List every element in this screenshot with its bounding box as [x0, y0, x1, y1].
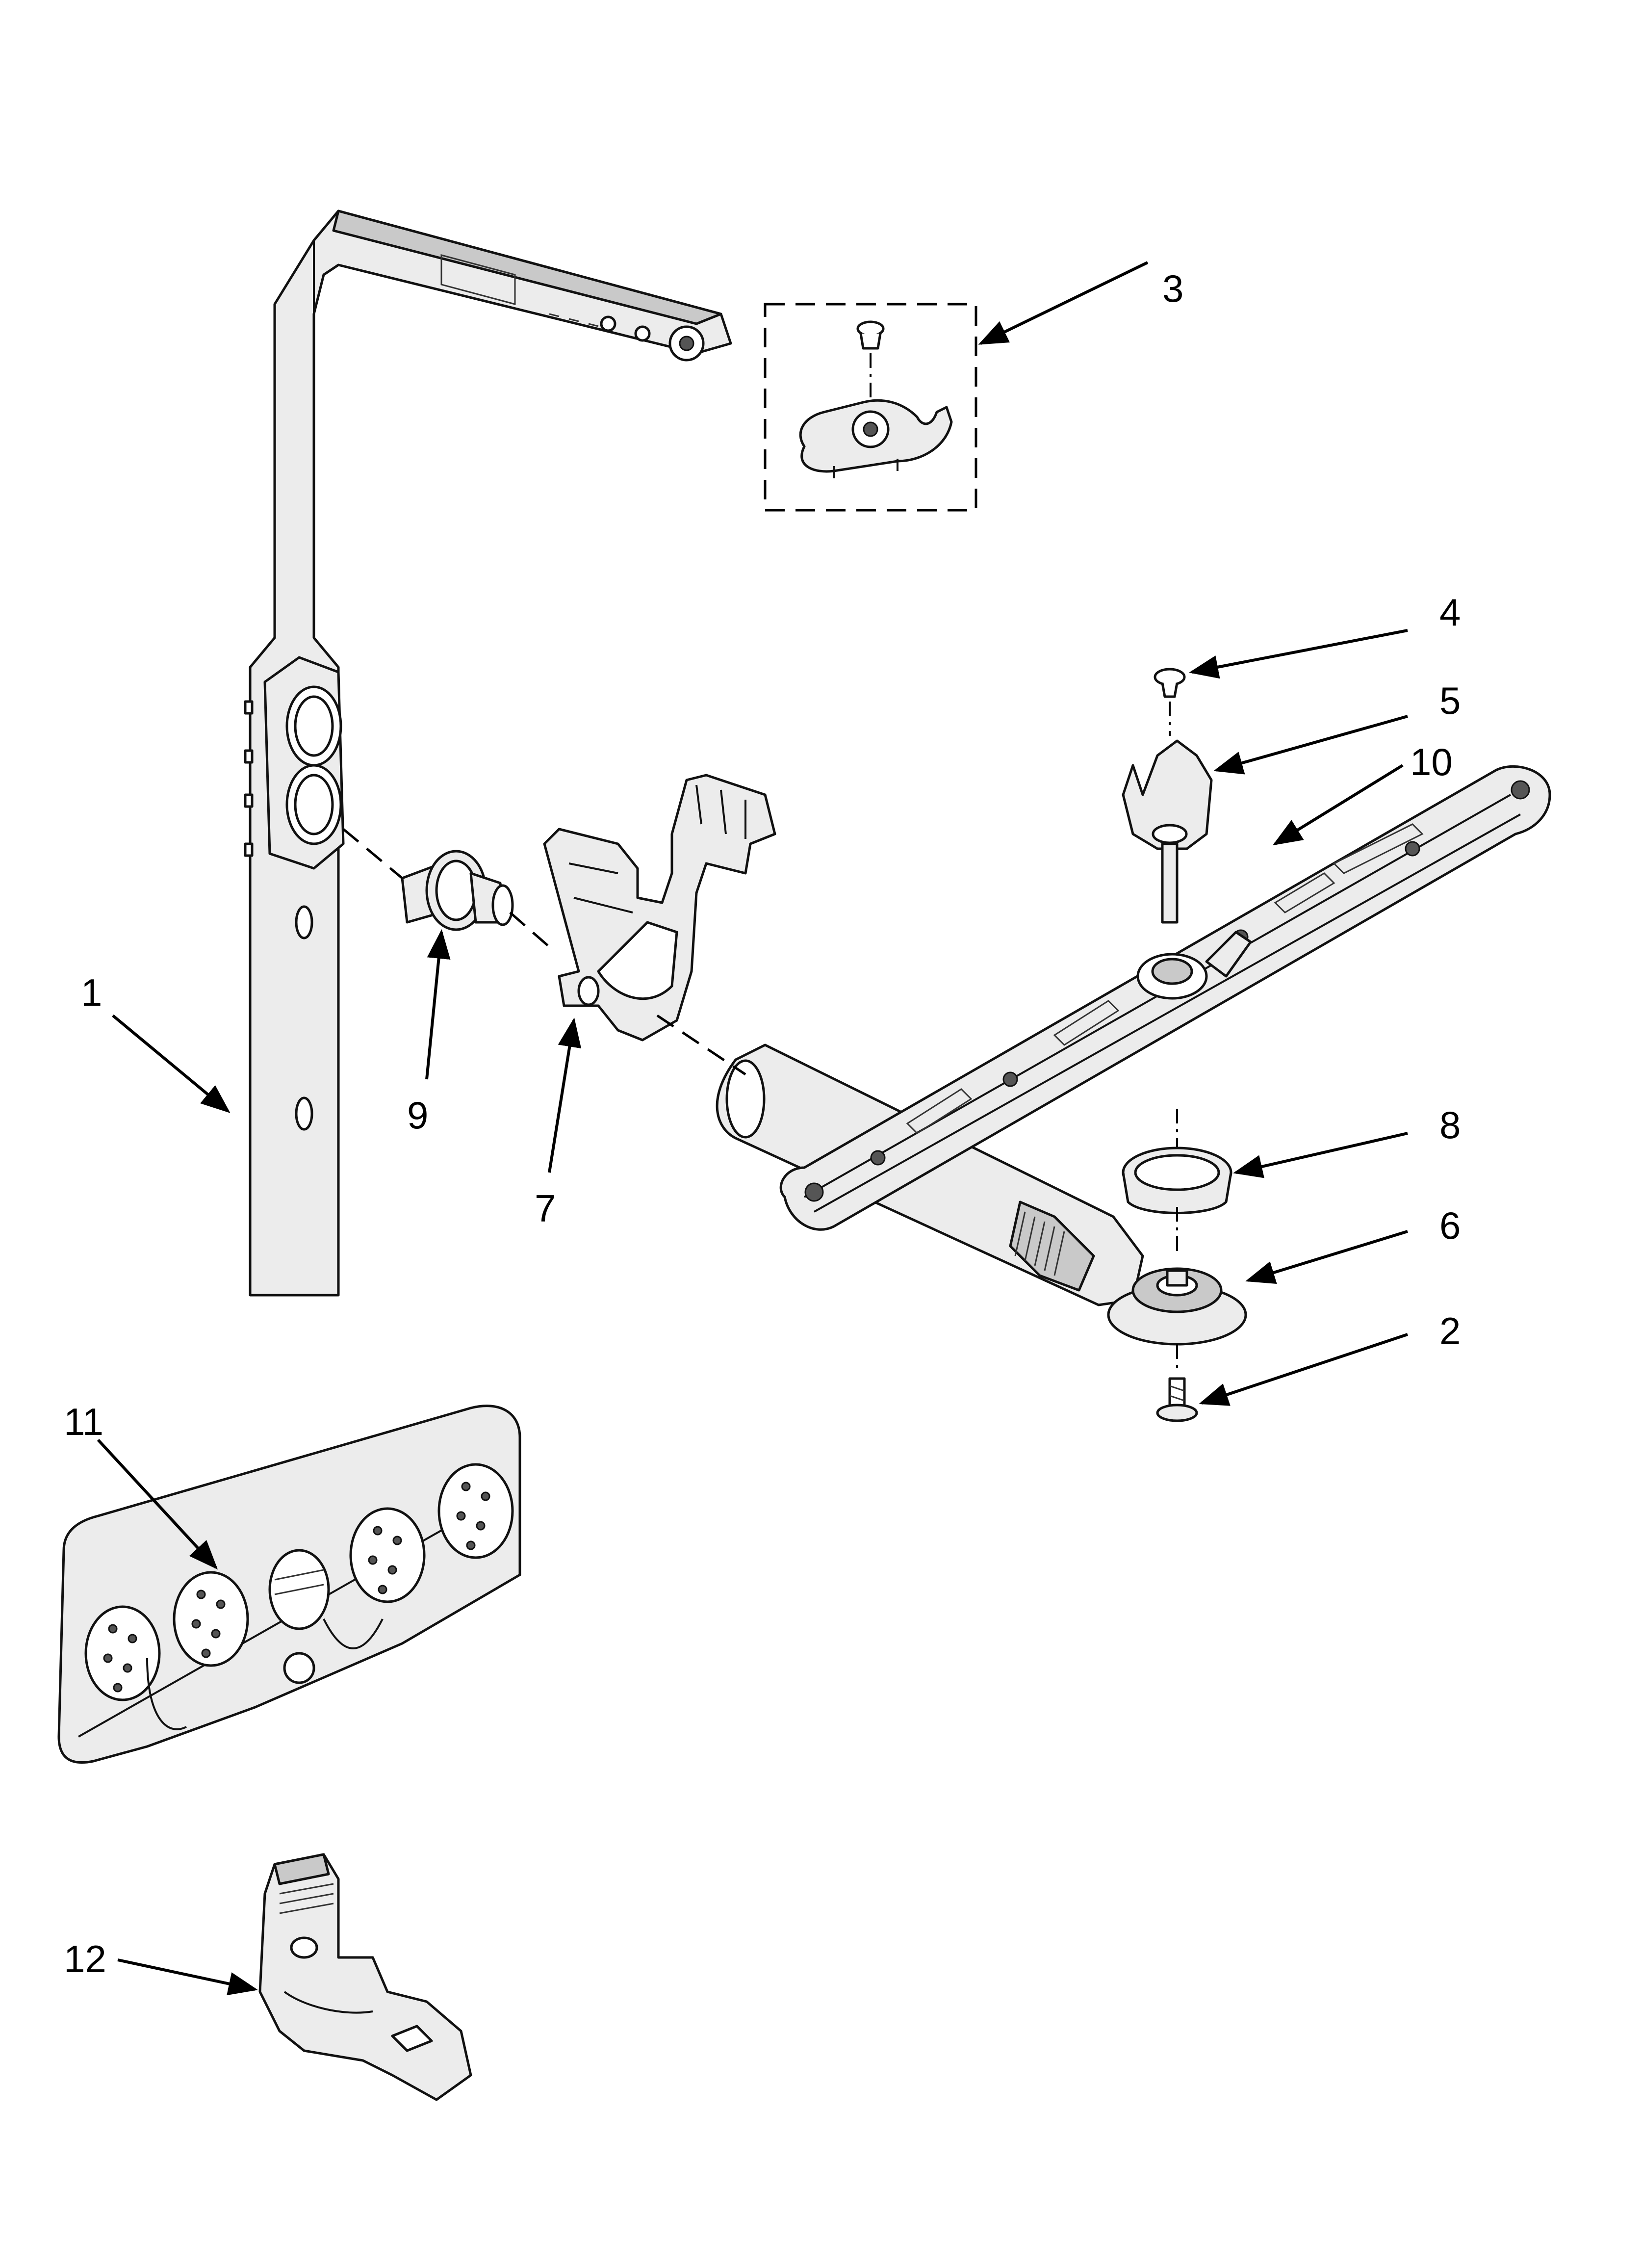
leader-7 [548, 1017, 582, 1173]
spray-disc-1 [84, 1605, 161, 1701]
callout-7: 7 [535, 1187, 556, 1230]
leader-3 [978, 261, 1149, 345]
leader-arrows [97, 261, 1408, 1996]
leader-5 [1213, 715, 1408, 775]
part-10-spray-arm [716, 765, 1551, 1306]
leader-4 [1189, 629, 1408, 679]
leader-8 [1233, 1132, 1408, 1178]
callout-4: 4 [1439, 591, 1461, 634]
leader-6 [1245, 1230, 1408, 1284]
leader-11 [97, 1438, 218, 1570]
leader-1 [112, 1014, 231, 1113]
callout-5: 5 [1439, 679, 1461, 722]
callout-3: 3 [1162, 267, 1183, 310]
part-6-bearing [1107, 1207, 1247, 1369]
callout-9: 9 [407, 1094, 428, 1137]
explode-lines [342, 828, 746, 1076]
callout-10: 10 [1410, 740, 1453, 783]
spray-disc-2 [173, 1571, 249, 1667]
callout-labels: 1 2 3 4 5 6 7 8 9 10 11 12 [64, 267, 1461, 1981]
part-9-coupling [401, 850, 514, 931]
spray-disc-3 [349, 1507, 426, 1603]
leader-9 [425, 929, 451, 1080]
leader-2 [1199, 1333, 1408, 1406]
callout-6: 6 [1439, 1204, 1461, 1247]
part-7-holder-clip [543, 774, 776, 1042]
callout-11: 11 [64, 1400, 103, 1443]
callout-12: 12 [64, 1937, 106, 1981]
part-4-screw [1154, 668, 1186, 736]
callout-1: 1 [81, 971, 102, 1014]
part-8-ring [1122, 1109, 1232, 1214]
part-1-supply-tube [244, 209, 732, 1297]
part-12-connector [258, 1853, 472, 2101]
part-5-mount [1122, 739, 1213, 924]
callout-2: 2 [1439, 1309, 1461, 1353]
part-2-screw [1156, 1377, 1198, 1422]
part-11-deflector-panel [57, 1405, 521, 1764]
part-3-bracket-kit [764, 303, 977, 512]
leader-10 [1272, 764, 1404, 846]
spray-disc-4 [437, 1463, 514, 1559]
callout-8: 8 [1439, 1103, 1461, 1147]
leader-12 [117, 1958, 258, 1996]
